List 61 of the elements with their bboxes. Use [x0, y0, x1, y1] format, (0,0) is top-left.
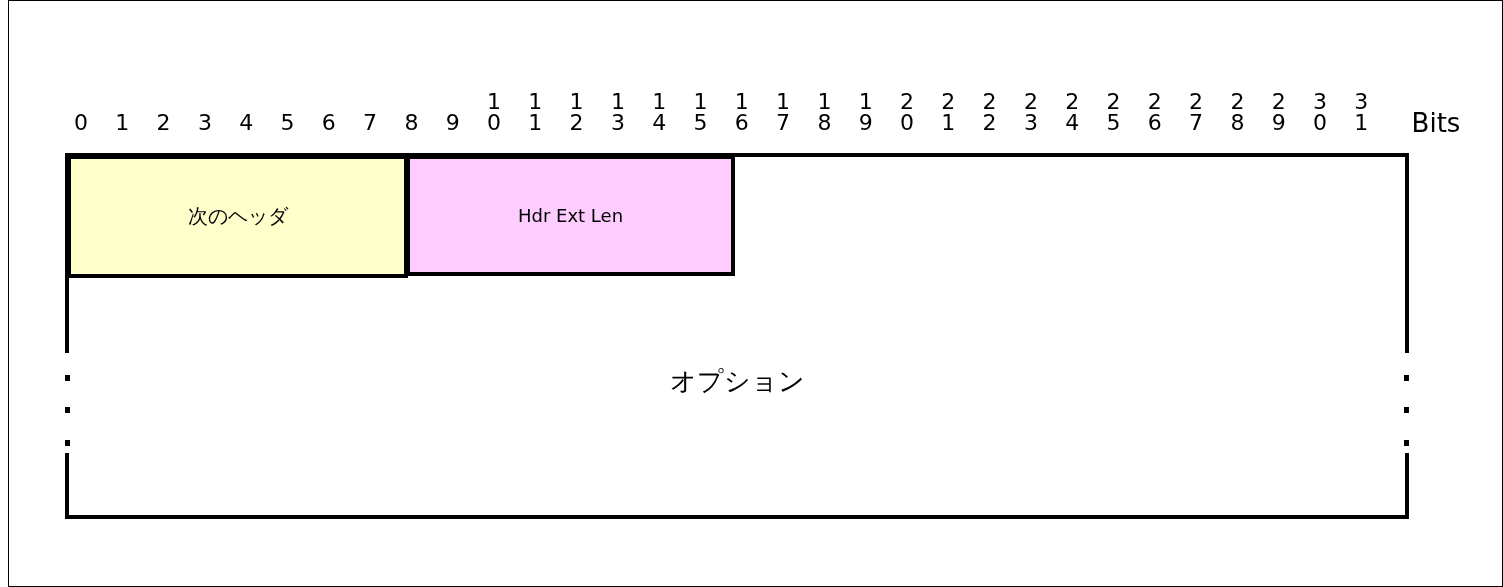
bit-number: 8 [817, 111, 832, 135]
bit-number: 1 [693, 90, 708, 114]
bit-number: 2 [1230, 90, 1245, 114]
bit-number: 6 [1147, 111, 1162, 135]
bit-number: 1 [569, 90, 584, 114]
bit-number: 9 [858, 111, 873, 135]
bit-number: 0 [900, 111, 914, 135]
bit-number: 3 [1023, 111, 1038, 135]
bit-number: 2 [941, 90, 956, 114]
bit-number: 0 [487, 111, 501, 135]
bit-number: 7 [1189, 111, 1204, 135]
bit-number: 1 [610, 90, 625, 114]
unit-label: Bits [1411, 111, 1461, 135]
options-field [65, 153, 1409, 519]
bit-number: 2 [982, 90, 997, 114]
header-field [406, 155, 735, 276]
bit-number: 2 [156, 111, 171, 135]
bit-number: 9 [445, 111, 460, 135]
bit-number: 1 [528, 90, 543, 114]
field-label: オプション [669, 364, 805, 398]
bit-number: 2 [1023, 90, 1038, 114]
bit-number: 3 [610, 111, 625, 135]
bit-number: 9 [1271, 111, 1286, 135]
bit-number: 1 [858, 90, 873, 114]
bit-number: 2 [1106, 90, 1121, 114]
bit-number: 2 [1189, 90, 1204, 114]
bit-number: 1 [941, 111, 956, 135]
bit-number: 2 [900, 90, 914, 114]
bit-number: 6 [734, 111, 749, 135]
bit-number: 2 [1147, 90, 1162, 114]
bit-number: 1 [1354, 111, 1369, 135]
header-field [67, 155, 408, 278]
bit-number: 4 [652, 111, 667, 135]
bit-number: 1 [115, 111, 130, 135]
bit-number: 8 [404, 111, 419, 135]
bit-number: 2 [569, 111, 584, 135]
bit-number: 2 [1065, 90, 1080, 114]
bit-number: 1 [817, 90, 832, 114]
bit-number: 8 [1230, 111, 1245, 135]
bit-number: 6 [321, 111, 336, 135]
bit-number: 4 [1065, 111, 1080, 135]
bit-number: 2 [1271, 90, 1286, 114]
bit-number: 7 [363, 111, 378, 135]
bit-number: 1 [776, 90, 791, 114]
bit-number: 1 [528, 111, 543, 135]
bit-number: 1 [734, 90, 749, 114]
bit-number: 0 [1313, 111, 1327, 135]
bit-number: 3 [197, 111, 212, 135]
bit-number: 3 [1354, 90, 1369, 114]
bit-number: 2 [982, 111, 997, 135]
bit-number: 4 [239, 111, 254, 135]
bit-number: 5 [1106, 111, 1121, 135]
bit-number: 1 [652, 90, 667, 114]
field-label: Hdr Ext Len [517, 205, 624, 226]
bit-number: 3 [1313, 90, 1327, 114]
bit-number: 7 [776, 111, 791, 135]
field-label: 次のヘッダ [187, 203, 288, 230]
bit-number: 5 [693, 111, 708, 135]
bit-number: 0 [74, 111, 88, 135]
bit-number: 5 [280, 111, 295, 135]
bit-number: 1 [487, 90, 501, 114]
